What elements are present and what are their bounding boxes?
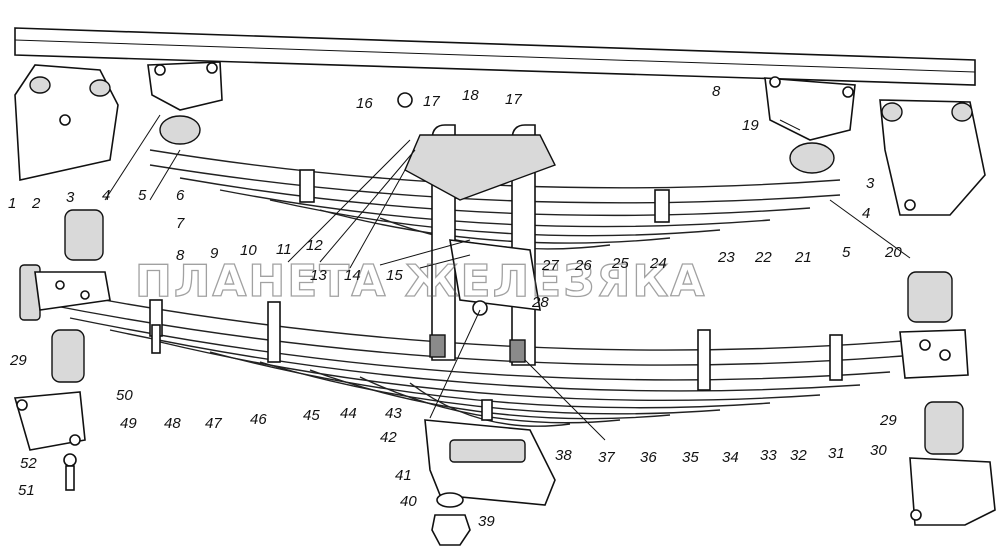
left-upper-bracket [14, 64, 119, 181]
center-spacer [397, 92, 556, 316]
lower-clamp-4 [829, 334, 843, 381]
left-lower-bracket [13, 391, 86, 451]
right-upper-bracket [879, 99, 986, 216]
part-label: 32 [790, 447, 807, 464]
part-label: 16 [356, 95, 373, 112]
part-label: 49 [120, 415, 137, 432]
part-label: 7 [176, 215, 185, 232]
part-label: 15 [386, 267, 403, 284]
part-label: 35 [682, 449, 699, 466]
part-label: 21 [794, 249, 812, 266]
part-label: 27 [541, 257, 559, 274]
part-label: 13 [310, 267, 327, 284]
part-label: 43 [385, 405, 402, 422]
part-label: 30 [870, 442, 887, 459]
part-label: 44 [340, 405, 357, 422]
part-label: 12 [306, 237, 323, 254]
part-label: 51 [18, 482, 35, 499]
part-label: 26 [574, 257, 592, 274]
watermark: ПЛАНЕТА ЖЕЛЕЗЯКА [135, 256, 706, 307]
part-label: 19 [742, 117, 759, 134]
part-label: 28 [531, 294, 549, 311]
leader-lines [104, 114, 911, 441]
part-label: 52 [20, 455, 37, 472]
part-label: 3 [866, 175, 875, 192]
lower-clamp-2 [267, 301, 281, 363]
part-label: 3 [66, 189, 75, 206]
part-label: 46 [250, 411, 267, 428]
part-label: 23 [717, 249, 735, 266]
part-label: 33 [760, 447, 777, 464]
part-label: 42 [380, 429, 397, 446]
bolts [63, 324, 493, 491]
part-label: 45 [303, 407, 320, 424]
part-label: 1 [8, 195, 16, 212]
nut-and-washer [431, 492, 471, 546]
part-label: 48 [164, 415, 181, 432]
part-label: 41 [395, 467, 412, 484]
part-label: 10 [240, 242, 257, 259]
part-label: 8 [176, 247, 185, 264]
upper-clamp-left [299, 169, 315, 203]
part-label: 37 [598, 449, 615, 466]
part-labels: 1 2 3 4 5 6 7 8 9 10 11 12 13 14 15 16 1… [8, 83, 902, 530]
part-label: 24 [649, 255, 667, 272]
part-label: 11 [276, 241, 292, 258]
right-pad-bracket [764, 76, 856, 174]
right-end-saddle [899, 271, 969, 455]
part-label: 17 [423, 93, 440, 110]
part-label: 47 [205, 415, 222, 432]
part-label: 9 [210, 245, 219, 262]
part-label: 39 [478, 513, 495, 530]
right-lower-bracket [909, 457, 996, 526]
lower-spring-plate [424, 419, 556, 506]
part-label: 2 [31, 195, 41, 212]
left-pad-bracket [147, 61, 223, 145]
part-label: 4 [102, 187, 110, 204]
part-label: 40 [400, 493, 417, 510]
frame-rail [14, 27, 976, 86]
part-label: 5 [842, 244, 851, 261]
part-label: 4 [862, 205, 870, 222]
part-label: 38 [555, 447, 572, 464]
part-label: 31 [828, 445, 845, 462]
lower-clamp-3 [697, 329, 711, 391]
part-label: 36 [640, 449, 657, 466]
part-label: 20 [884, 244, 902, 261]
left-end-saddle [34, 271, 111, 311]
part-label: 34 [722, 449, 739, 466]
part-label: 5 [138, 187, 147, 204]
part-label: 17 [505, 91, 522, 108]
part-label: 22 [754, 249, 772, 266]
upper-clamp-right [654, 189, 670, 223]
part-label: 8 [712, 83, 721, 100]
part-label: 18 [462, 87, 479, 104]
part-label: 50 [116, 387, 133, 404]
upper-leaf-spring [149, 149, 841, 250]
part-label: 29 [9, 352, 27, 369]
left-rubber-pads [19, 209, 104, 383]
part-label: 29 [879, 412, 897, 429]
part-label: 6 [176, 187, 185, 204]
part-label: 14 [344, 267, 361, 284]
part-label: 25 [611, 255, 629, 272]
